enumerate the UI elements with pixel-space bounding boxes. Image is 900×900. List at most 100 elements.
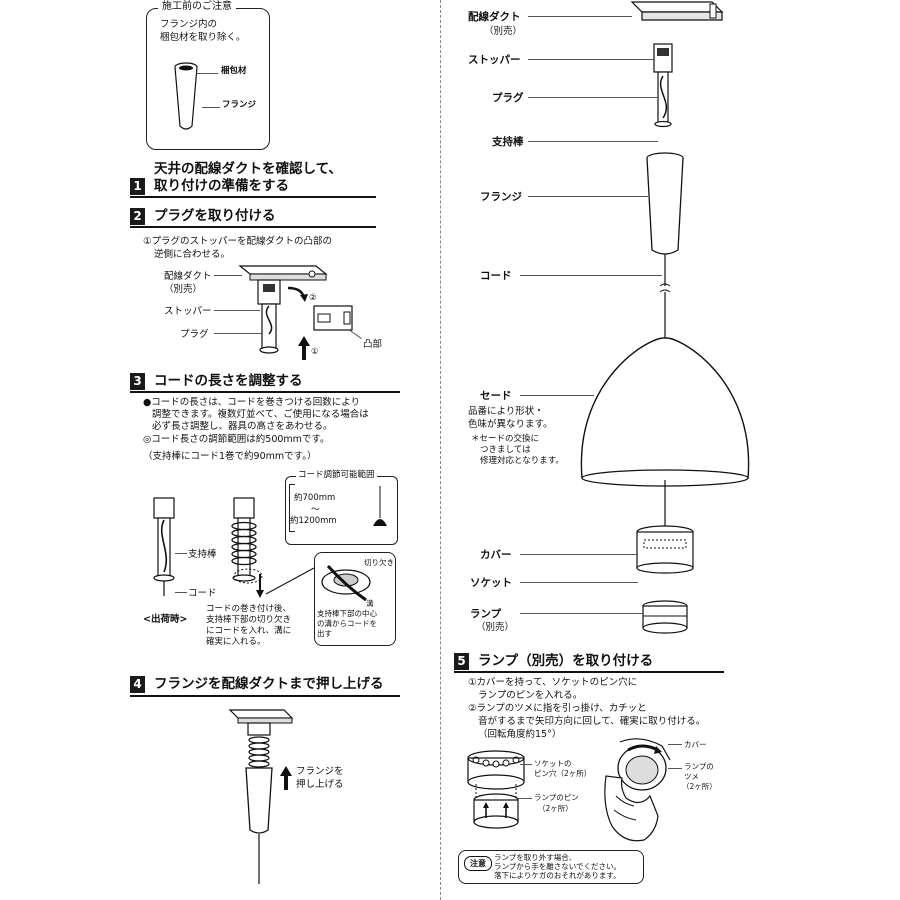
shade-note-3: ＊セードの交換に [471,434,540,444]
push-up-arrow-icon [280,766,292,790]
diagram-label-rod: 支持棒 [492,136,524,148]
cord-range-top: 約700mm [294,493,336,503]
detail-connector [265,567,315,595]
caution-line-2: ランプから手を離さないでください。 [494,862,622,871]
leader-cord [175,592,187,593]
range-bracket [289,484,295,532]
cord-range-mid: 〜 [311,505,320,515]
diagram-label-lamp: ランプ [470,608,502,620]
rod-wound-illustration [231,497,264,598]
rod-shipping-illustration [153,497,175,596]
diagram-label-cover: カバー [480,549,512,561]
leader-cover [520,554,638,555]
diagram-label-socket: ソケット [470,577,512,589]
notice-title: 施工前のご注意 [158,1,236,14]
leader-duct [528,16,632,17]
leader-packing [196,73,218,74]
leader-rod [175,553,187,554]
step2-label-plug: プラグ [180,329,209,340]
leader-pinhole [520,764,532,765]
step3-detail-2: の溝からコードを [317,619,377,628]
cord-range-title: コード調節可能範囲 [296,470,377,481]
duct-convex-detail [313,305,353,331]
leader-plug [528,97,658,98]
step3-line-1: ●コードの長さは、コードを巻きつける回数により [143,397,361,408]
step5-label-pin-1: ランプのピン [534,793,579,802]
step3-note-1: コードの巻き付け後、 [206,604,292,614]
column-divider [440,0,442,900]
caution-badge: 注意 [464,856,492,871]
step3-number: 3 [130,373,145,390]
step3-note-2: 支持棒下部の切り欠き [206,615,292,625]
step3-line-4: ◎コード長さの調節範囲は約500mmです。 [143,434,330,445]
step3-label-groove: 溝 [366,599,374,608]
step2-label-convex: 凸部 [363,339,383,350]
leader-flange [528,196,648,197]
step1-title-line2: 取り付けの準備をする [154,178,289,194]
leader-shade [520,395,594,396]
diagram-label-duct: 配線ダクト [468,11,521,23]
step3-detail-3: 出す [317,629,332,638]
step3-note-3: にコードを入れ、溝に [206,626,292,636]
leader-cover-5 [668,744,682,745]
step3-title: コードの長さを調整する [154,373,303,389]
step2-title: プラグを取り付ける [154,208,276,224]
diagram-label-stopper: ストッパー [468,54,521,66]
step5-number: 5 [454,653,469,670]
step3-note-4: 確実に入れる。 [206,637,266,647]
shade-note-4: つきましては [480,445,531,455]
step5-title: ランプ（別売）を取り付ける [478,653,654,669]
step5-label-tab-3: （2ヶ所） [682,782,717,791]
step5-label-tab-1: ランプの [684,762,714,771]
diagram-label-lamp-sub: （別売） [476,622,515,633]
step5-line-5: （回転角度約15°） [478,729,562,740]
shade-note-2: 色味が異なります。 [468,419,553,430]
leader-flange-notice [202,107,220,108]
step1-title-line1: 天井の配線ダクトを確認して、 [154,161,342,177]
step1-number: 1 [130,178,145,195]
step5-label-pinhole-2: ピン穴（2ヶ所） [534,769,592,778]
diagram-label-plug: プラグ [492,92,524,104]
step1-rule [130,196,376,198]
caution-line-3: 落下によりケガのおそれがあります。 [494,871,621,880]
flange-push-illustration [228,709,294,884]
leader-cord-main [520,275,662,276]
notice-label-packing: 梱包材 [221,66,247,76]
shade-note-5: 修理対応となります。 [480,456,564,466]
leader-pin [518,798,532,799]
leader-rod-main [528,141,658,142]
notice-line-1: フランジ内の [160,19,218,30]
diagram-label-cord: コード [480,270,512,282]
step5-line-4: 音がするまで矢印方向に回して、確実に取り付ける。 [478,716,706,727]
step5-line-3: ②ランプのツメに指を引っ掛け、カチッと [468,703,647,714]
diagram-label-duct-sub: （別売） [484,26,523,37]
leader-tab [668,768,682,769]
step2-instruction-1: ①プラグのストッパーを配線ダクトの凸部の [143,236,333,247]
step5-label-pinhole-1: ソケットの [534,759,572,768]
step3-line-2: 調整できます。複数灯並べて、ご使用になる場合は [152,409,369,420]
pendant-exploded-diagram [580,1,750,634]
leader-lamp [520,613,644,614]
step5-line-2: ランプのピンを入れる。 [478,690,583,701]
leader-socket [520,582,638,583]
up-arrow-icon [298,336,310,360]
caution-box [458,850,644,884]
step2-mark-1: ① [311,347,319,357]
step5-label-pin-2: （2ヶ所） [538,804,573,813]
step3-line-5: （支持棒にコード1巻で約90mmです。） [143,451,317,462]
step3-label-shipping: <出荷時> [143,614,188,625]
lamp-insert-illustration [467,750,525,829]
step4-title: フランジを配線ダクトまで押し上げる [154,676,384,692]
notice-label-flange: フランジ [222,100,257,110]
plug-attach-illustration [238,265,328,354]
leader-step2-plug [214,333,262,334]
step3-line-3: 必ず長さ調整し、器具の高さをあわせる。 [152,421,333,432]
step2-label-duct-sub: （別売） [164,284,203,295]
step5-rule [454,671,724,673]
step5-line-1: ①カバーを持って、ソケットのピン穴に [468,677,638,688]
step4-number: 4 [130,676,145,693]
step2-rule [130,226,376,228]
step2-label-duct: 配線ダクト [164,271,212,282]
step4-push-1: フランジを [296,766,344,777]
step2-instruction-2: 逆側に合わせる。 [154,249,231,260]
